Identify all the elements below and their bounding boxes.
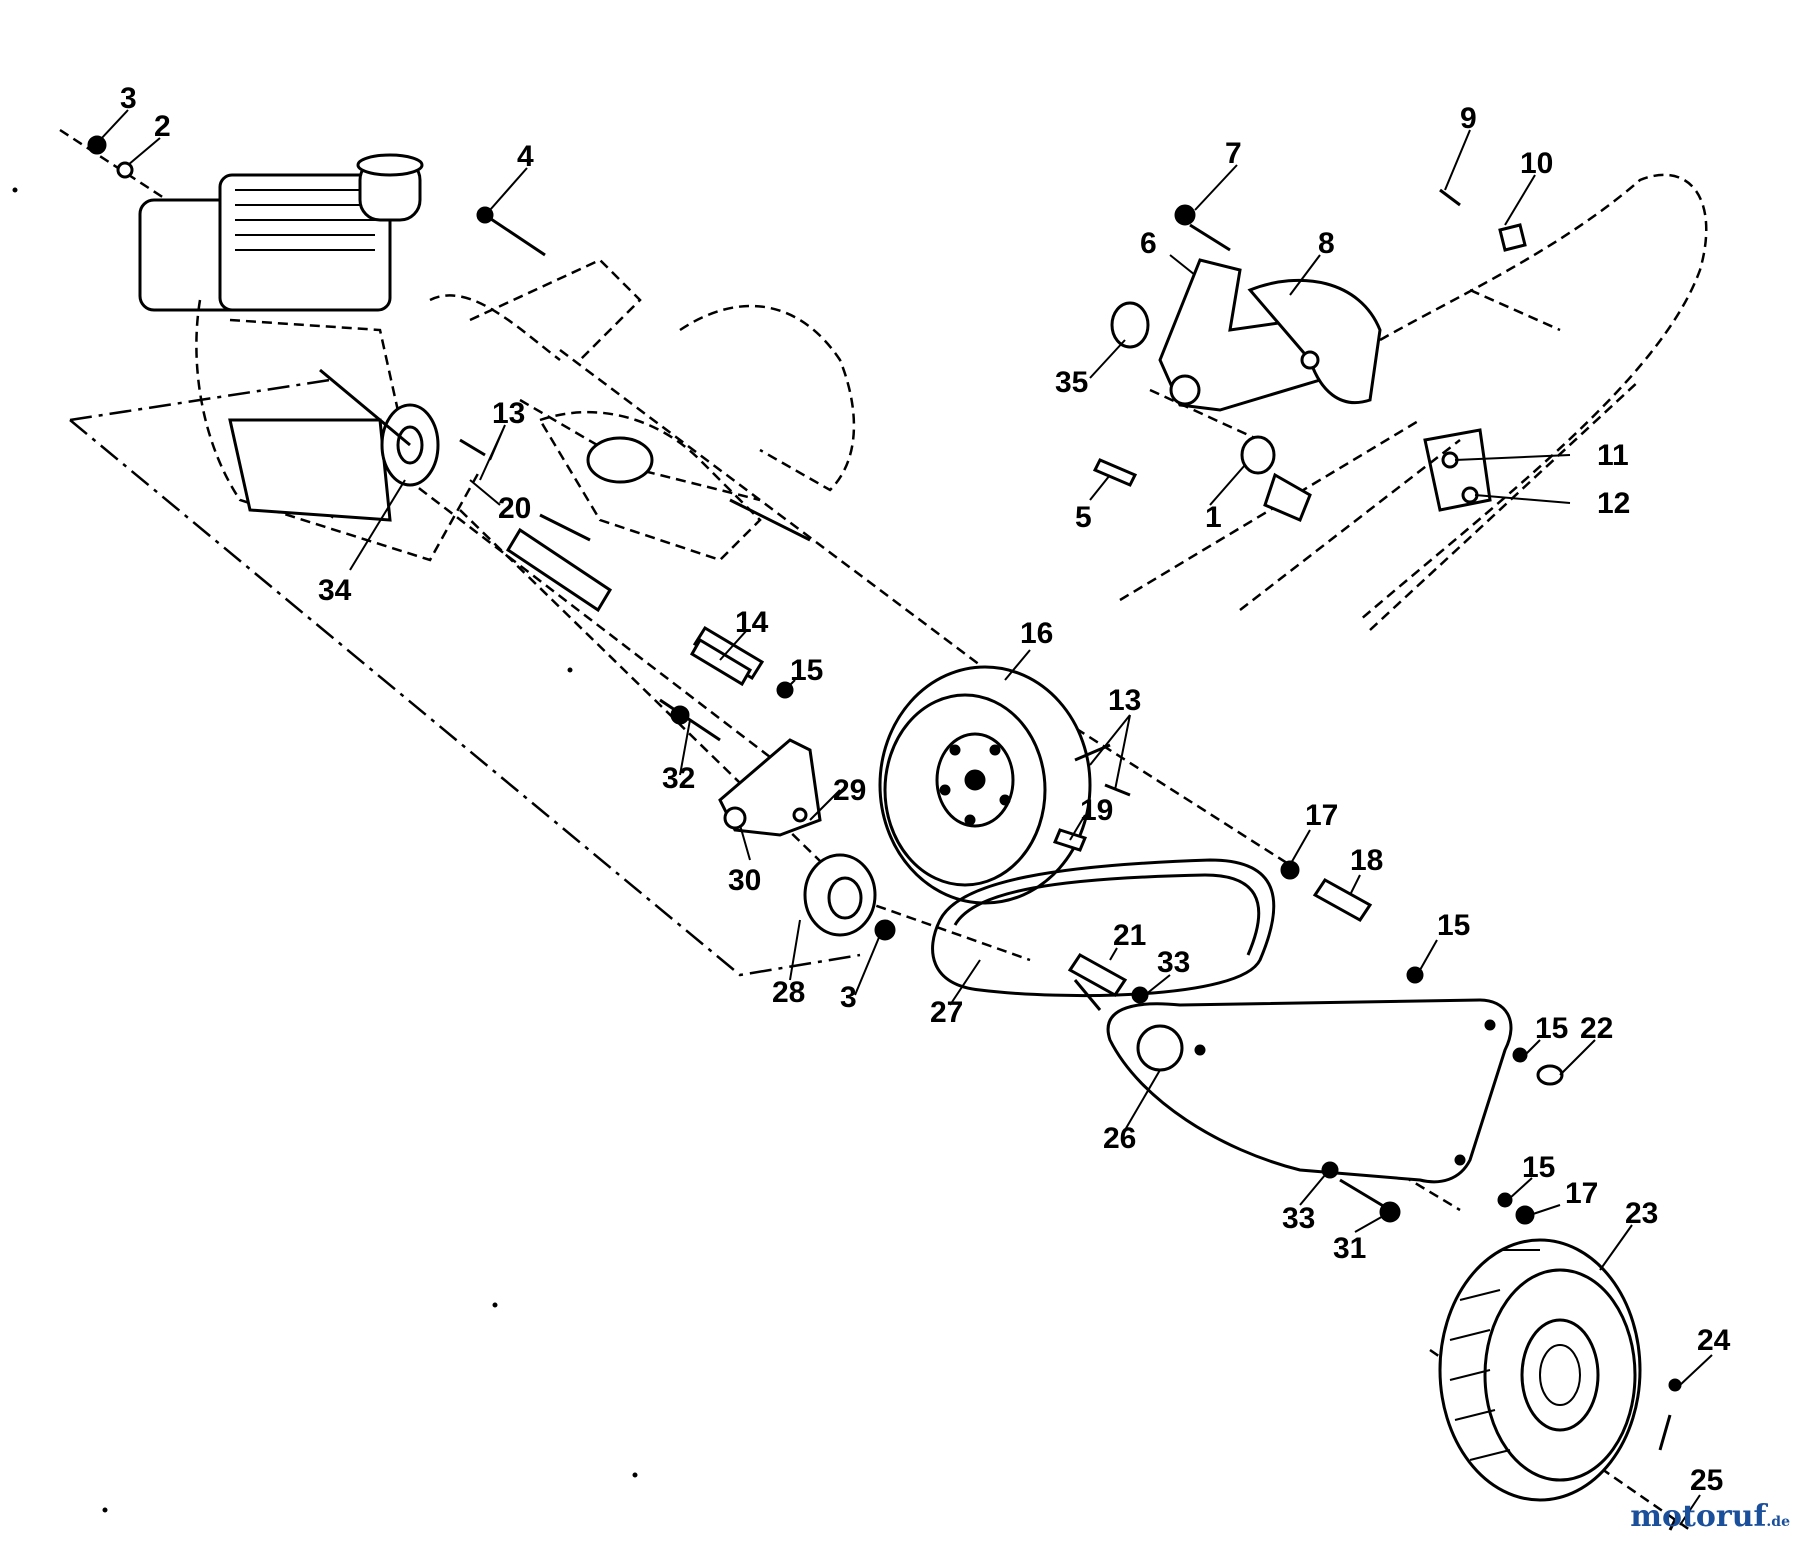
callout-31: 31 <box>1333 1232 1366 1265</box>
callout-16: 16 <box>1020 617 1053 650</box>
callout-22: 22 <box>1580 1012 1613 1045</box>
large-pulley <box>878 665 1092 905</box>
callout-19: 19 <box>1080 794 1113 827</box>
idler-pulley <box>803 853 896 941</box>
assembly-axis-lines <box>59 128 1691 1532</box>
callout-20: 20 <box>498 492 531 525</box>
callout-33-a: 33 <box>1157 946 1190 979</box>
callout-34: 34 <box>318 574 352 607</box>
callout-9: 9 <box>1460 102 1477 135</box>
callout-labels: 3 2 4 7 6 8 9 10 35 13 11 12 5 1 20 34 1… <box>120 82 1731 1497</box>
handle-hinge-bracket <box>1110 173 1708 631</box>
callout-24: 24 <box>1697 1324 1731 1357</box>
callout-15-c: 15 <box>1535 1012 1568 1045</box>
callout-8: 8 <box>1318 227 1335 260</box>
callout-33-b: 33 <box>1282 1202 1315 1235</box>
callout-17-a: 17 <box>1305 799 1338 832</box>
callout-32: 32 <box>662 762 695 795</box>
engine-assembly <box>138 153 561 562</box>
shafts <box>505 527 1373 997</box>
watermark-logo: motoruf.de <box>1630 1499 1790 1534</box>
callout-15-a: 15 <box>790 654 823 687</box>
callout-28: 28 <box>772 976 805 1009</box>
callout-25: 25 <box>1690 1464 1723 1497</box>
scan-specks <box>12 187 638 1513</box>
callout-35: 35 <box>1055 366 1088 399</box>
callout-21: 21 <box>1113 919 1146 952</box>
callout-2: 2 <box>154 110 171 143</box>
callout-26: 26 <box>1103 1122 1136 1155</box>
callout-4: 4 <box>517 140 534 173</box>
callout-23: 23 <box>1625 1197 1658 1230</box>
callout-3-bottom: 3 <box>840 981 857 1014</box>
callout-18: 18 <box>1350 844 1383 877</box>
frame-and-shield-outline <box>469 258 856 562</box>
callout-15-d: 15 <box>1522 1151 1555 1184</box>
hardware-items <box>87 135 1682 1531</box>
callout-13-engine: 13 <box>492 397 525 430</box>
idler-bracket <box>718 738 822 837</box>
chain-case-cover <box>1106 998 1513 1184</box>
callout-15-b: 15 <box>1437 909 1470 942</box>
callout-1: 1 <box>1205 501 1222 534</box>
watermark-brand: motoruf <box>1630 1499 1767 1534</box>
callout-27: 27 <box>930 996 963 1029</box>
callout-30: 30 <box>728 864 761 897</box>
watermark-suffix: .de <box>1766 1514 1790 1530</box>
callout-5: 5 <box>1075 501 1092 534</box>
callout-14: 14 <box>735 606 769 639</box>
callout-17-b: 17 <box>1565 1177 1598 1210</box>
callout-7: 7 <box>1225 137 1242 170</box>
callout-12: 12 <box>1597 487 1630 520</box>
callout-3-top: 3 <box>120 82 137 115</box>
v-belt <box>931 858 1276 998</box>
callout-29: 29 <box>833 774 866 807</box>
callout-leaders <box>99 109 1713 1526</box>
wheel-tire <box>1438 1238 1642 1502</box>
callout-6: 6 <box>1140 227 1157 260</box>
callout-10: 10 <box>1520 147 1553 180</box>
callout-13-pulley: 13 <box>1108 684 1141 717</box>
engine-pulley <box>319 368 440 487</box>
callout-11: 11 <box>1597 439 1629 472</box>
